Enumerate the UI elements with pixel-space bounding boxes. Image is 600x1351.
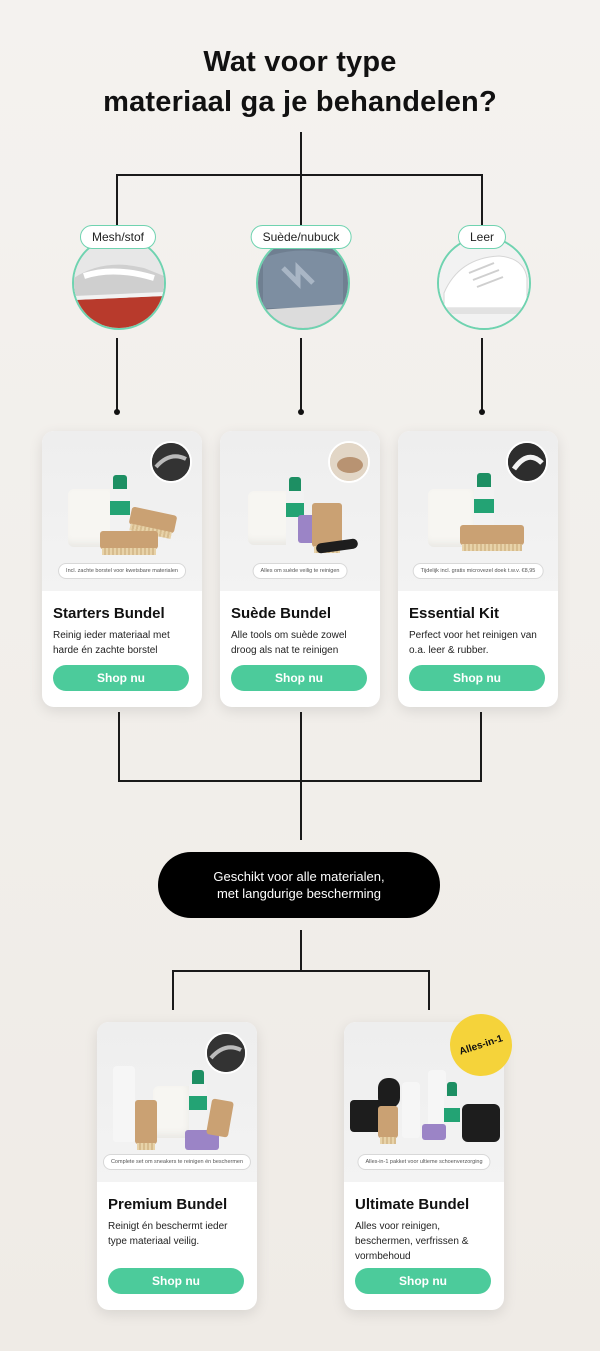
connector [172, 970, 430, 972]
connector [480, 712, 482, 782]
material-label-mesh[interactable]: Mesh/stof [79, 225, 157, 249]
connector-dot [479, 409, 485, 415]
product-image: Complete set om sneakers te reinigen én … [97, 1022, 257, 1182]
connector-dot [114, 409, 120, 415]
material-label-suede[interactable]: Suède/nubuck [250, 225, 352, 249]
product-card-essential[interactable]: Tijdelijk incl. gratis microvezel doek t… [398, 431, 558, 707]
connector [118, 712, 120, 782]
connector [300, 712, 302, 840]
connector [481, 338, 483, 412]
connector [300, 174, 302, 228]
product-card-starters[interactable]: Incl. zachte borstel voor kwetsbare mate… [42, 431, 202, 707]
suede-sneaker-icon[interactable] [256, 236, 350, 330]
title-line-2: materiaal ga je behandelen? [103, 86, 497, 118]
material-thumbnail-icon [328, 441, 370, 483]
connector [428, 970, 430, 1010]
material-thumbnail-icon [205, 1032, 247, 1074]
product-name: Suède Bundel [231, 605, 332, 622]
material-thumbnail-icon [506, 441, 548, 483]
banner-line-1: Geschikt voor alle materialen, [213, 869, 385, 884]
product-card-ultimate[interactable]: Alles-in-1 pakket voor ultieme schoenver… [344, 1005, 521, 1310]
banner-line-2: met langdurige bescherming [216, 886, 382, 901]
connector [300, 338, 302, 412]
image-caption: Alles-in-1 pakket voor ultieme schoenver… [357, 1154, 491, 1170]
product-description: Perfect voor het reinigen van o.a. leer … [409, 630, 537, 656]
connector [116, 174, 483, 176]
shop-now-button[interactable]: Shop nu [108, 1268, 244, 1294]
connector [300, 132, 302, 176]
product-name: Ultimate Bundel [355, 1196, 470, 1213]
image-caption: Incl. zachte borstel voor kwetsbare mate… [58, 563, 186, 579]
product-name: Premium Bundel [108, 1196, 228, 1213]
material-label-leather[interactable]: Leer [457, 225, 507, 249]
connector [116, 338, 118, 412]
product-name: Essential Kit [409, 605, 500, 622]
image-caption: Tijdelijk incl. gratis microvezel doek t… [412, 563, 544, 579]
shop-now-button[interactable]: Shop nu [355, 1268, 491, 1294]
mesh-sneaker-icon[interactable] [72, 236, 166, 330]
shop-now-button[interactable]: Shop nu [231, 665, 367, 691]
product-image: Incl. zachte borstel voor kwetsbare mate… [42, 431, 202, 591]
all-materials-banner: Geschikt voor alle materialen, met langd… [158, 852, 440, 918]
product-description: Alles voor reinigen, beschermen, verfris… [355, 1221, 469, 1262]
product-description: Reinigt én beschermt ieder type materiaa… [108, 1221, 228, 1247]
product-image: Tijdelijk incl. gratis microvezel doek t… [398, 431, 558, 591]
connector [172, 970, 174, 1010]
page-title: Wat voor type materiaal ga je behandelen… [0, 42, 600, 122]
shop-now-button[interactable]: Shop nu [409, 665, 545, 691]
connector-dot [298, 409, 304, 415]
product-description: Alle tools om suède zowel droog als nat … [231, 630, 347, 656]
product-description: Reinig ieder materiaal met harde én zach… [53, 630, 170, 656]
product-card-premium[interactable]: Complete set om sneakers te reinigen én … [97, 1022, 257, 1310]
product-name: Starters Bundel [53, 605, 165, 622]
connector [300, 930, 302, 972]
product-image: Alles om suède veilig te reinigen [220, 431, 380, 591]
material-thumbnail-icon [150, 441, 192, 483]
image-caption: Complete set om sneakers te reinigen én … [102, 1154, 252, 1170]
title-line-1: Wat voor type [203, 46, 397, 78]
connector [481, 174, 483, 228]
image-caption: Alles om suède veilig te reinigen [252, 563, 348, 579]
leather-sneaker-icon[interactable] [437, 236, 531, 330]
connector [116, 174, 118, 228]
product-card-suede[interactable]: Alles om suède veilig te reinigen Suède … [220, 431, 380, 707]
shop-now-button[interactable]: Shop nu [53, 665, 189, 691]
connector [118, 780, 482, 782]
